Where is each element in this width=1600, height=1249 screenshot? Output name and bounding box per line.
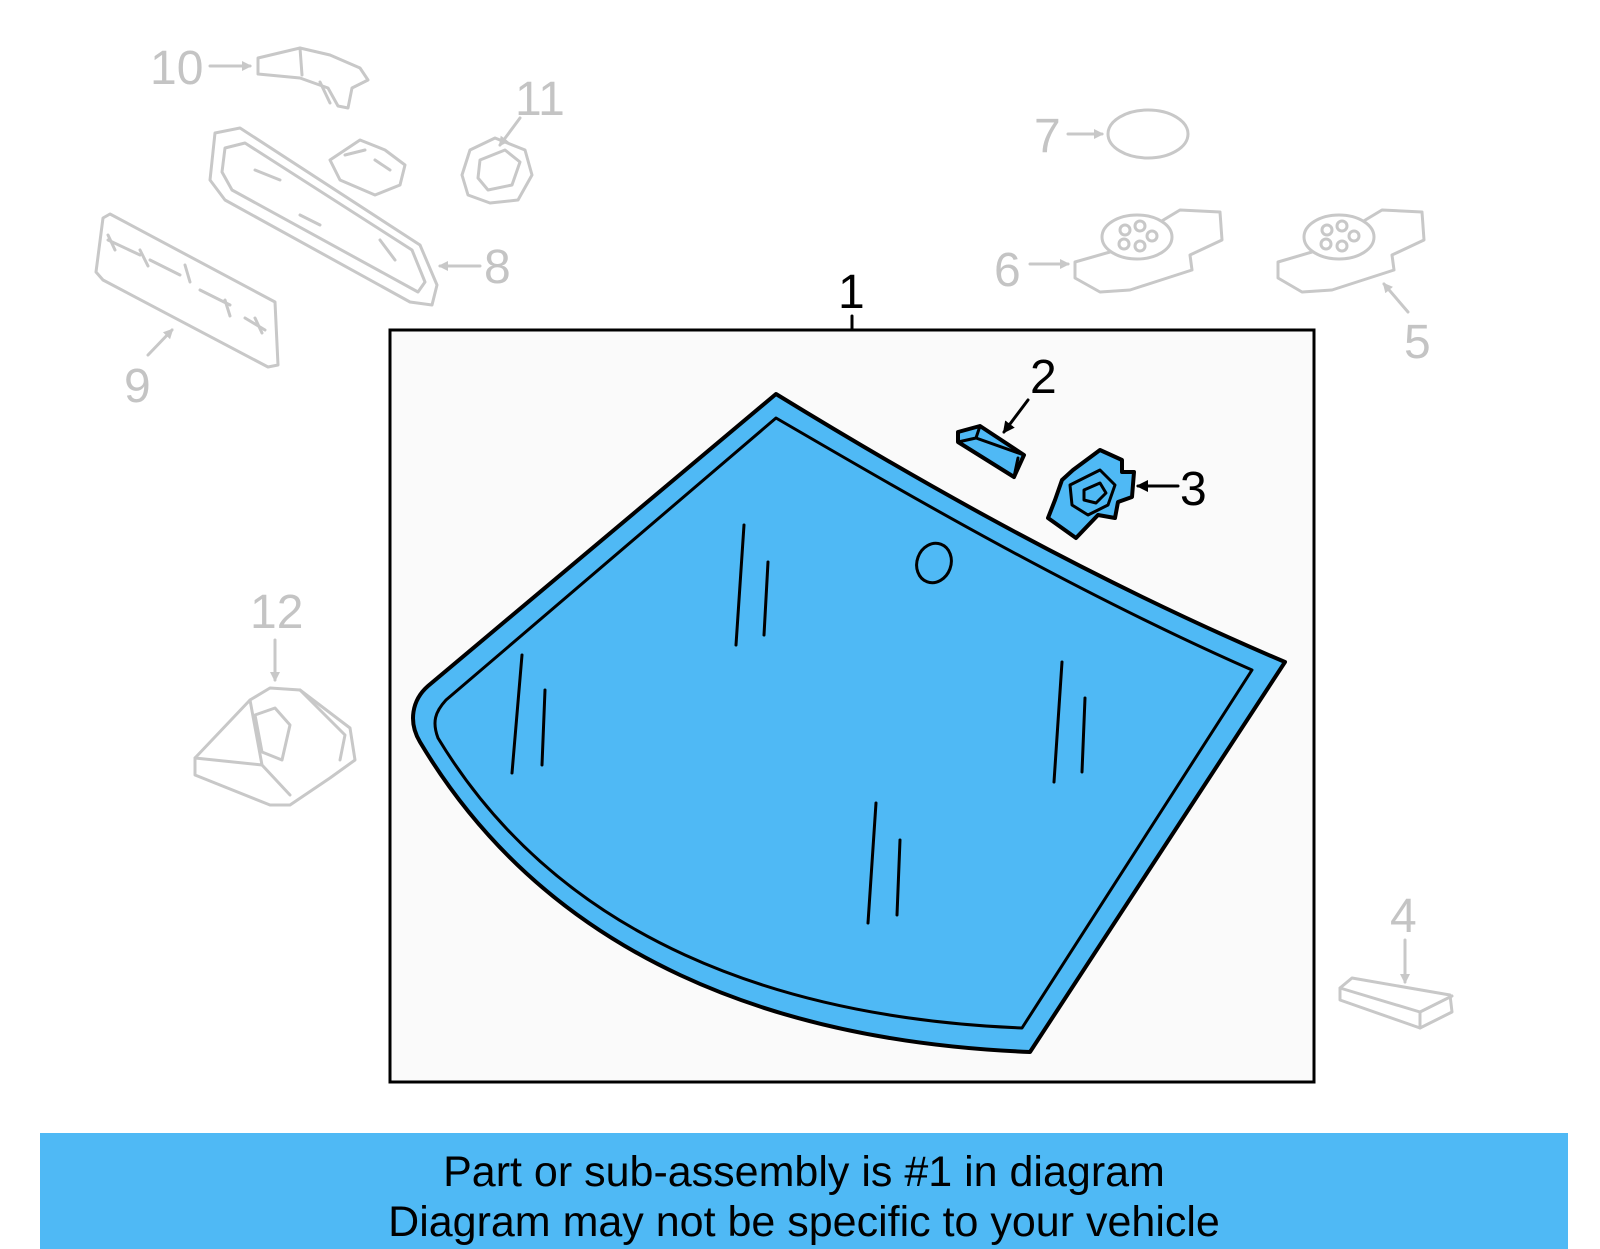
- callout-4: 4: [1390, 890, 1417, 943]
- callout-7: 7: [1034, 110, 1061, 163]
- banner-line-1: Part or sub-assembly is #1 in diagram: [443, 1148, 1165, 1196]
- callout-12: 12: [250, 586, 303, 639]
- part-7-ring: [1066, 108, 1190, 160]
- callout-3: 3: [1180, 463, 1207, 516]
- part-12-housing: [193, 638, 357, 807]
- part-9-panel: [94, 212, 280, 369]
- banner-line-2: Diagram may not be specific to your vehi…: [388, 1198, 1220, 1246]
- windshield-glass: [411, 392, 1287, 1054]
- disclaimer-banner: Part or sub-assembly is #1 in diagram Di…: [40, 1133, 1568, 1249]
- callout-10: 10: [150, 42, 203, 95]
- part-6-sensor: [1028, 208, 1224, 294]
- callout-6: 6: [994, 244, 1021, 297]
- callout-2: 2: [1030, 351, 1057, 404]
- part-5-sensor: [1276, 208, 1426, 314]
- sensor-window: [915, 541, 953, 585]
- part-2-block: [956, 398, 1030, 479]
- callout-11: 11: [515, 73, 565, 126]
- part-3-bracket: [1046, 448, 1180, 540]
- callout-9: 9: [124, 360, 151, 413]
- callout-8: 8: [484, 241, 511, 294]
- part-10-bracket: [208, 46, 370, 110]
- callout-5: 5: [1404, 316, 1431, 369]
- part-11-clip: [460, 116, 534, 205]
- part-4-pad: [1338, 938, 1454, 1030]
- callout-1: 1: [838, 266, 865, 319]
- part-8-mirror: [208, 126, 482, 307]
